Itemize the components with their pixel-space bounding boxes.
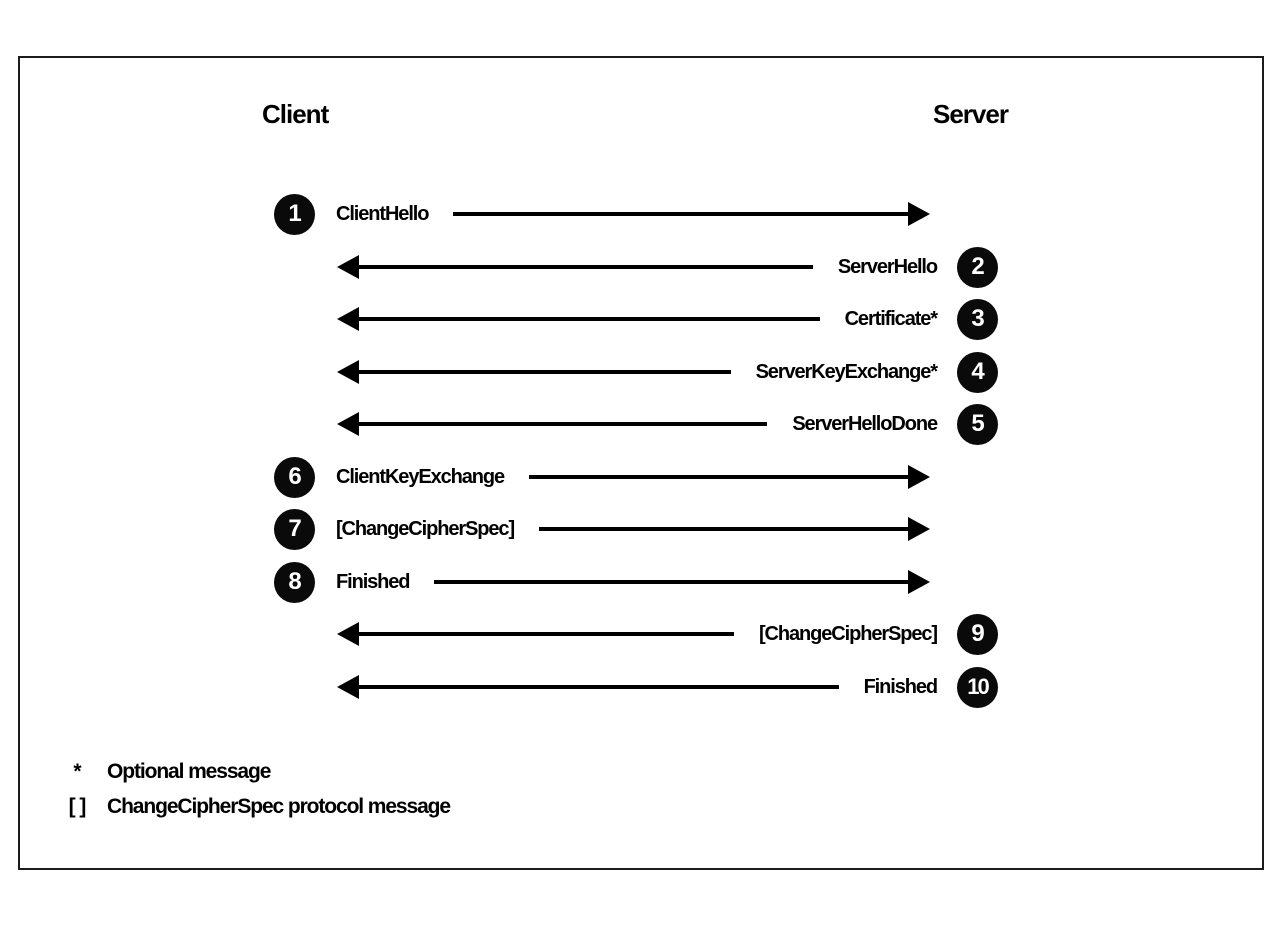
message-label: [ChangeCipherSpec] (336, 517, 515, 540)
message-row: 9 [ChangeCipherSpec] (274, 612, 998, 656)
message-label: [ChangeCipherSpec] (758, 622, 938, 645)
message-number-badge: 1 (274, 193, 315, 235)
message-number-badge: 3 (957, 298, 998, 340)
legend-symbol: * (73, 760, 81, 783)
arrow-left-icon (337, 359, 731, 385)
message-number-badge: 2 (957, 246, 998, 288)
message-row: 8 Finished (274, 560, 998, 604)
message-row: 4 ServerKeyExchange* (274, 350, 998, 394)
message-number-badge: 9 (957, 613, 998, 655)
message-row: 2 ServerHello (274, 245, 998, 289)
legend-row: * Optional message (58, 757, 271, 787)
server-title: Server (933, 99, 1009, 129)
arrow-left-icon (337, 254, 813, 280)
message-label: Finished (863, 675, 939, 698)
message-number-badge: 8 (274, 561, 315, 603)
message-number-badge: 5 (957, 403, 998, 445)
message-label: ServerHelloDone (792, 412, 938, 435)
arrow-left-icon (337, 674, 839, 700)
legend-symbol: [ ] (68, 795, 87, 818)
message-number-badge: 7 (274, 508, 315, 550)
message-number-badge: 4 (957, 351, 998, 393)
message-number-badge: 10 (957, 666, 998, 708)
legend-row: [ ] ChangeCipherSpec protocol message (58, 792, 451, 822)
arrow-right-icon (434, 569, 930, 595)
message-row: 10 Finished (274, 665, 998, 709)
message-row: 1 ClientHello (274, 192, 998, 236)
message-row: 7 [ChangeCipherSpec] (274, 507, 998, 551)
message-row: 3 Certificate* (274, 297, 998, 341)
message-label: ClientHello (336, 202, 429, 225)
arrow-right-icon (539, 516, 930, 542)
message-row: 5 ServerHelloDone (274, 402, 998, 446)
legend-text: ChangeCipherSpec protocol message (107, 795, 451, 818)
arrow-left-icon (337, 621, 734, 647)
message-label: ServerKeyExchange* (755, 360, 939, 383)
legend-text: Optional message (107, 760, 271, 783)
message-label: Certificate* (844, 307, 939, 330)
message-label: ServerHello (837, 255, 938, 278)
arrow-right-icon (529, 464, 930, 490)
arrow-left-icon (337, 411, 768, 437)
arrow-left-icon (337, 306, 820, 332)
client-title: Client (262, 99, 329, 129)
message-number-badge: 6 (274, 456, 315, 498)
arrow-right-icon (453, 201, 930, 227)
message-label: Finished (336, 570, 411, 593)
diagram-border (18, 56, 1264, 870)
message-label: ClientKeyExchange (336, 465, 505, 488)
message-row: 6 ClientKeyExchange (274, 455, 998, 499)
